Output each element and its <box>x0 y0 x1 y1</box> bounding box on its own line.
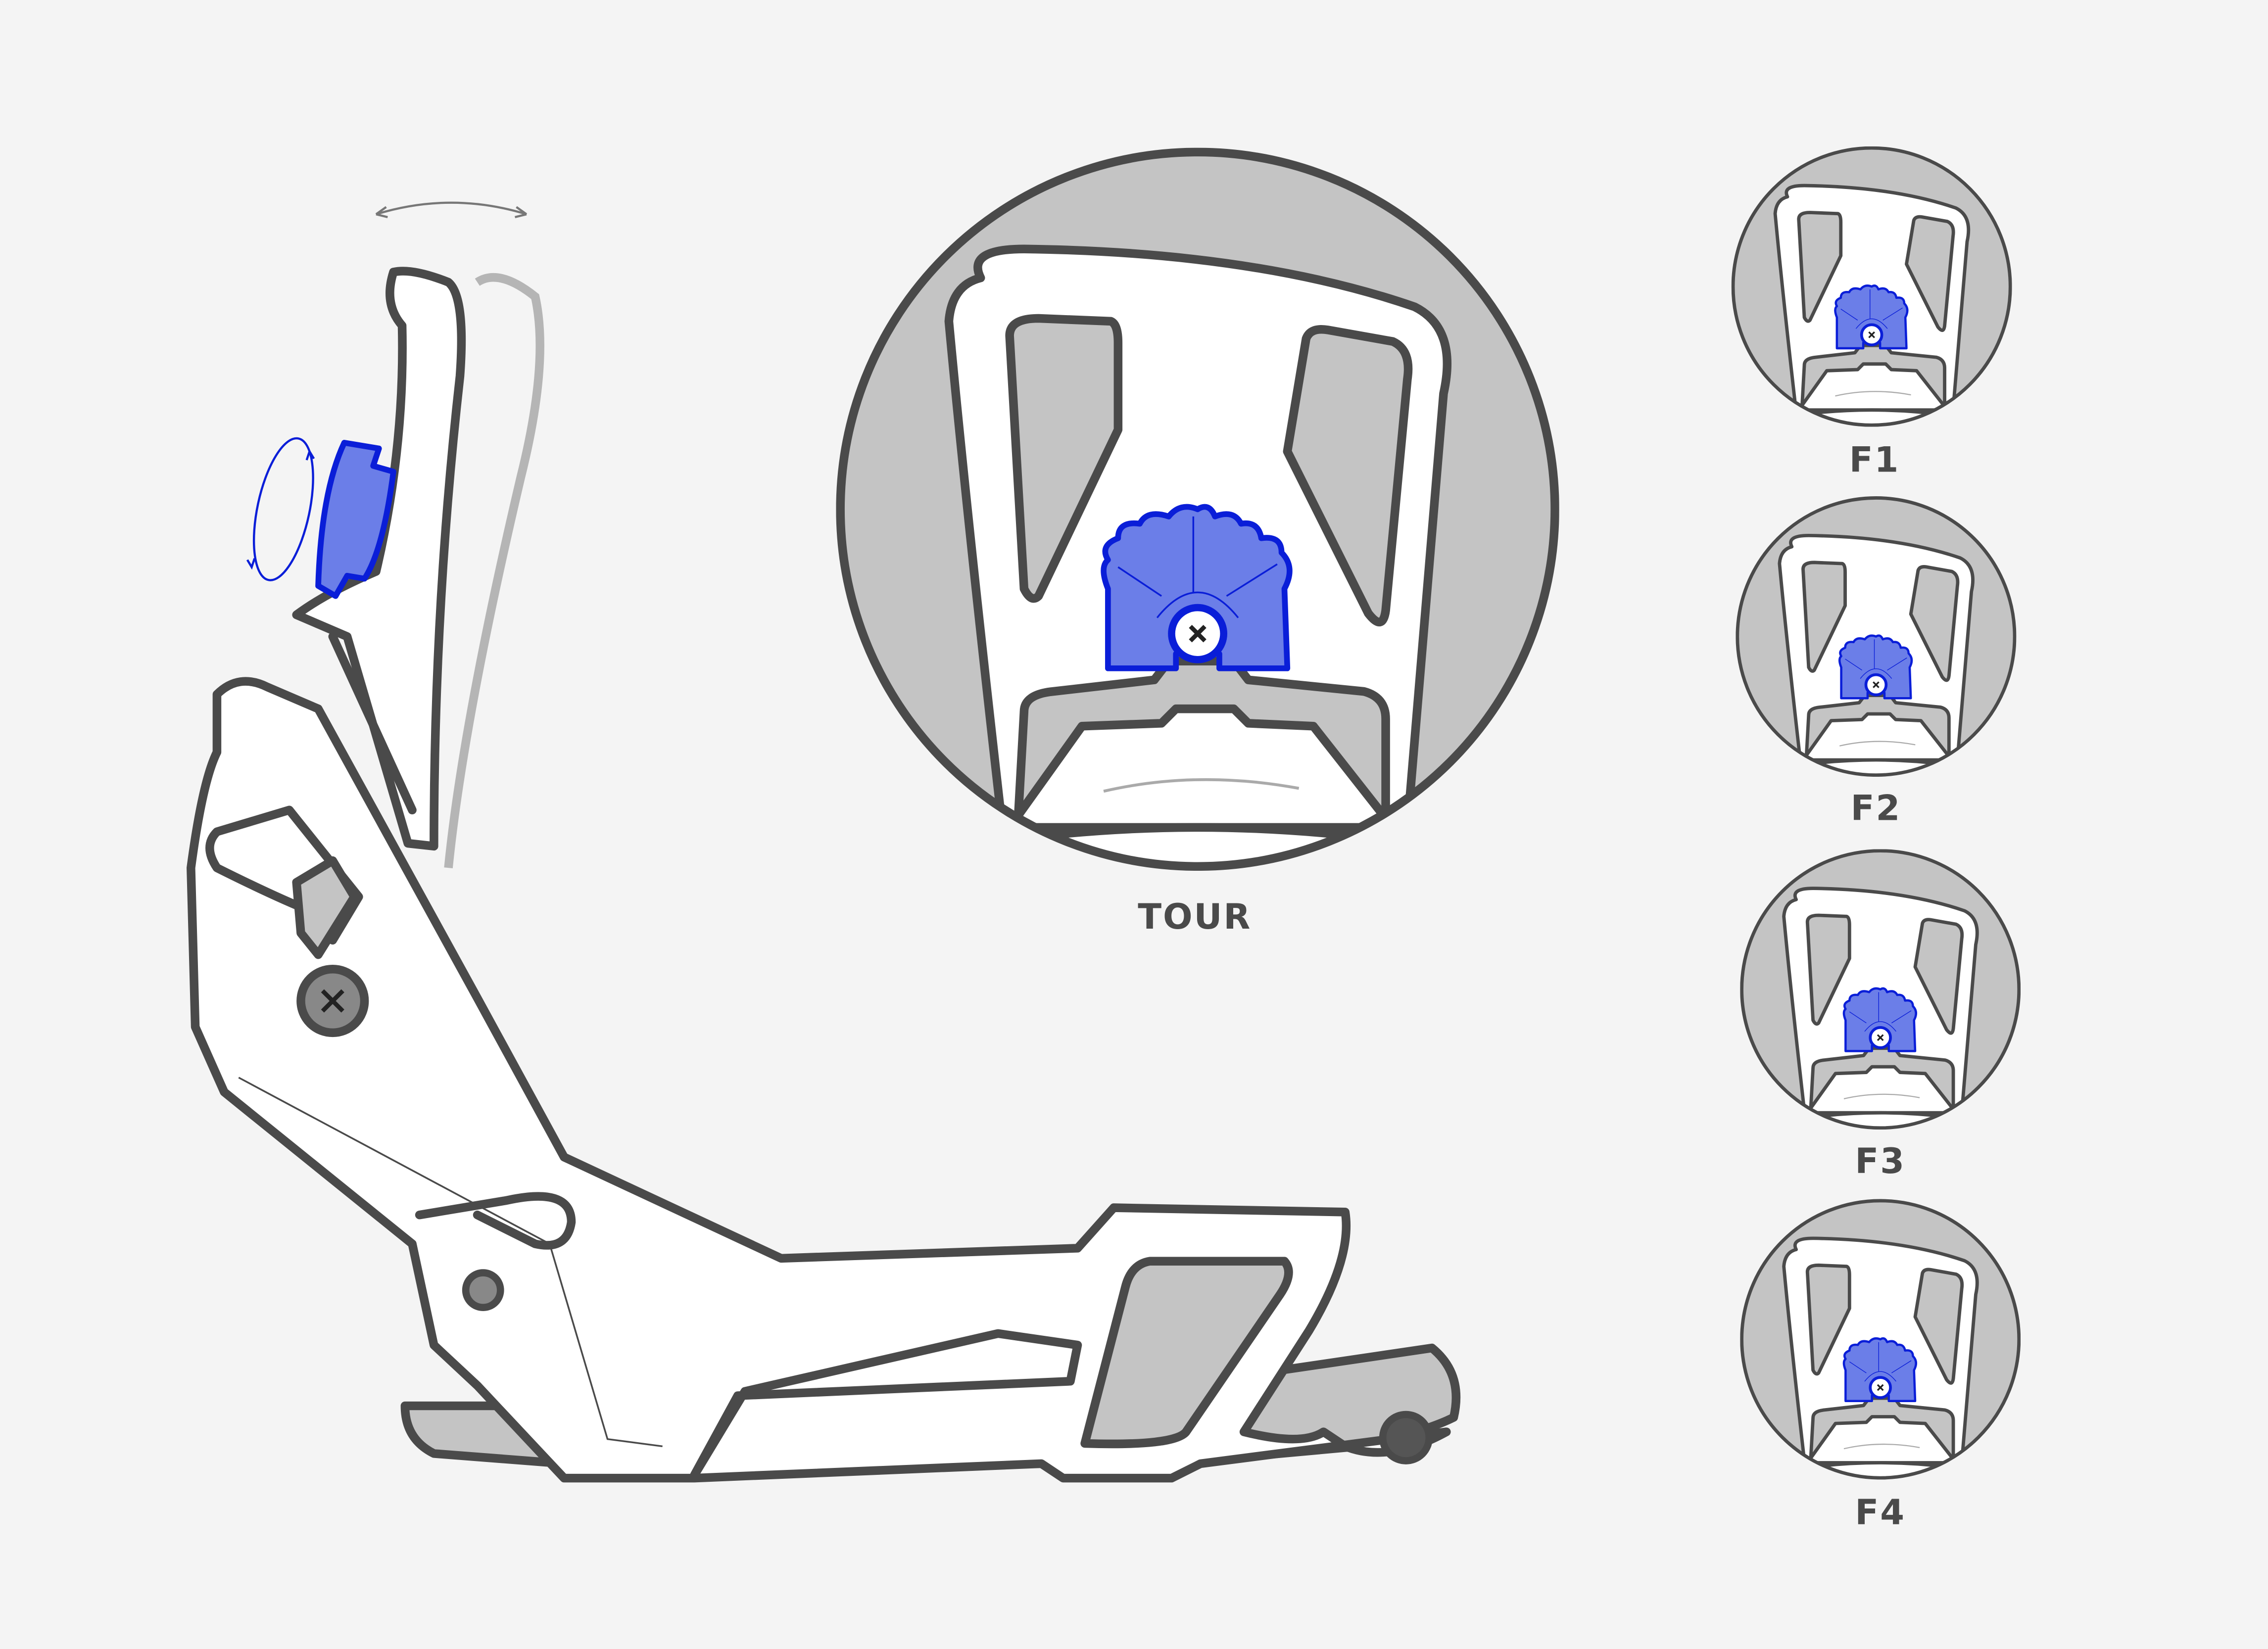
position-f2-circle <box>1730 491 2022 783</box>
position-f4-circle <box>1735 1193 2027 1485</box>
position-f2-label: F2 <box>1851 788 1902 829</box>
binding-side-view <box>187 267 1461 1483</box>
position-f1-label: F1 <box>1849 439 1900 480</box>
rotate-arrows-icon <box>246 437 315 581</box>
position-f4-label: F4 <box>1855 1492 1906 1533</box>
tour-detail-circle <box>821 133 1574 885</box>
screw-icon <box>296 965 369 1037</box>
position-f1-circle <box>1726 141 2018 432</box>
position-f3-circle <box>1735 844 2027 1135</box>
forward-lean-adjuster <box>315 440 396 599</box>
position-f3-label: F3 <box>1855 1141 1906 1181</box>
swing-arc-arrow-icon <box>375 201 528 219</box>
tour-label: TOUR <box>1138 896 1252 937</box>
